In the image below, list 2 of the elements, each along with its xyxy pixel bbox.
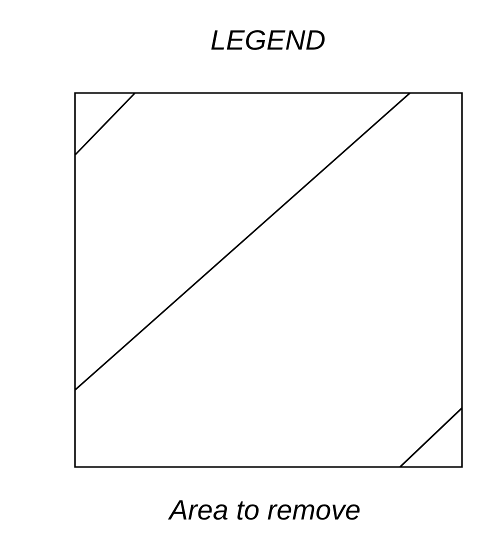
legend-title: LEGEND (211, 30, 325, 50)
legend-label: Area to remove (168, 500, 360, 520)
